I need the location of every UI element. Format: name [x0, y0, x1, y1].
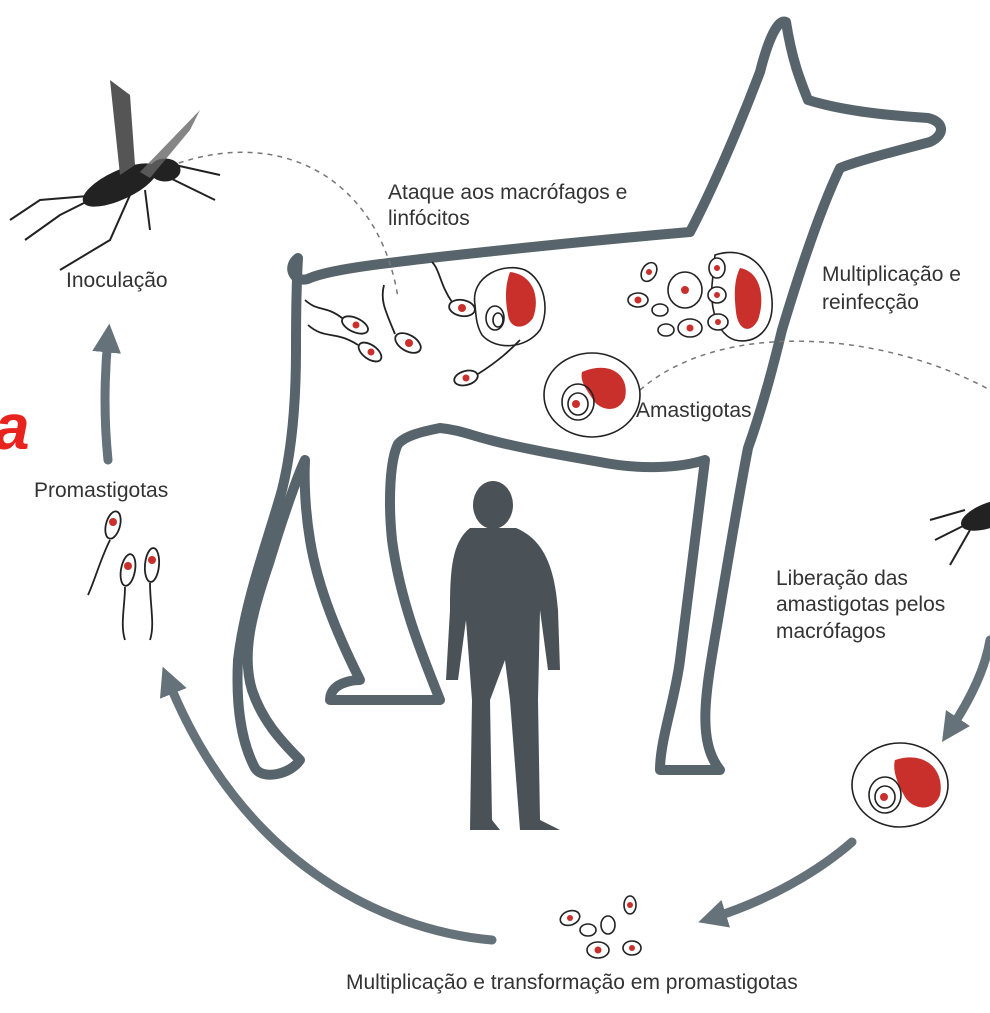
- arrow-bottom-to-promastigotes: [168, 680, 492, 940]
- label-bottom: Multiplicação e transformação em promast…: [346, 970, 798, 996]
- label-attack-line2: linfócitos: [388, 206, 470, 232]
- label-promastigotes: Promastigotas: [34, 478, 168, 504]
- amastigotes-bottom: [558, 896, 641, 958]
- mosquito-icon-right: [930, 493, 990, 565]
- arrow-promastigotes-to-inoculation: [105, 338, 108, 460]
- label-attack: Ataque aos macrófagos e: [388, 180, 627, 206]
- macrophage-amastigotes: [544, 353, 640, 437]
- label-release-line2: amastigotas pelos: [776, 592, 945, 618]
- label-release: Liberação das: [776, 566, 908, 592]
- promastigotes-left: [88, 510, 160, 640]
- arrow-macrophage-to-bottom: [712, 842, 852, 918]
- mosquito-icon: [10, 80, 220, 270]
- label-release-line3: macrófagos: [776, 619, 886, 645]
- arrow-release-to-macrophage: [950, 640, 990, 730]
- dog-outline: [238, 22, 941, 775]
- macrophage-attack: [475, 268, 545, 346]
- macrophage-release: [852, 743, 948, 827]
- dashed-link-mosquito-to-body: [160, 152, 398, 298]
- red-partial-title: a: [0, 395, 30, 459]
- label-multiplication-line2: reinfecção: [822, 290, 919, 316]
- dashed-link-body-to-right-mosquito: [640, 341, 990, 390]
- human-silhouette-icon: [446, 481, 560, 830]
- label-multiplication: Multiplicação e: [822, 262, 961, 288]
- label-amastigotes: Amastigotas: [636, 398, 752, 424]
- macrophage-multiplication: [628, 252, 772, 341]
- label-inoculation: Inoculação: [66, 268, 168, 294]
